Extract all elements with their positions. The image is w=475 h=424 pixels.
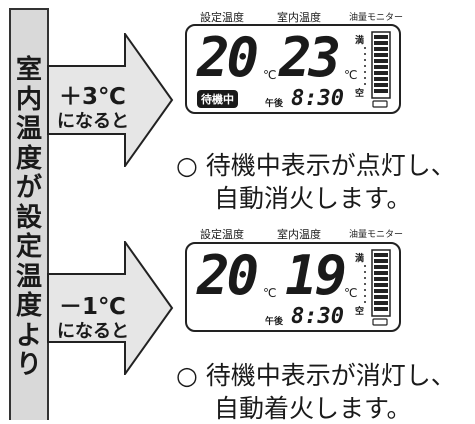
condition-char: よ: [15, 320, 42, 351]
clock-label: 午後: [265, 99, 284, 109]
set-temp-unit: ℃: [263, 68, 277, 82]
oil-full-label: 満: [355, 36, 365, 46]
note-line1: ○ 待機中表示が消灯し、: [176, 361, 456, 390]
header-set-temp: 設定温度: [200, 11, 244, 24]
note-line2: 自動消火します。: [214, 184, 412, 213]
header-oil-monitor: 油量モニター: [349, 13, 404, 23]
header-room-temp: 室内温度: [277, 11, 321, 24]
arrow-line2: になると: [57, 111, 129, 132]
room-temp-unit: ℃: [344, 286, 358, 300]
arrow-plus3: ＋3℃ になると: [47, 30, 174, 170]
arrow-line1: －1℃: [59, 294, 126, 320]
clock-value: 8:30: [291, 86, 344, 111]
condition-char: り: [15, 350, 42, 380]
condition-char: 度: [15, 291, 42, 321]
oil-gauge: [364, 31, 391, 108]
header-set-temp: 設定温度: [200, 228, 244, 241]
set-temp-value: 20: [197, 244, 259, 307]
lcd-display: 20 ℃ 23 ℃ 待機中 午後 8:30 満 空: [185, 24, 401, 114]
arrow-shape: [47, 30, 174, 170]
condition-char: 定: [15, 232, 42, 262]
oil-full-label: 満: [355, 254, 365, 264]
condition-text: 室 内 温 度 が 設 定 温 度 よ り: [11, 55, 47, 381]
set-temp-unit: ℃: [263, 286, 277, 300]
arrow-minus1: －1℃ になると: [47, 238, 174, 378]
note-line1: ○ 待機中表示が点灯し、: [176, 151, 456, 180]
condition-char: 内: [15, 84, 42, 115]
arrow-line2: になると: [57, 321, 129, 342]
clock-value: 8:30: [291, 304, 344, 329]
clock-label: 午後: [265, 317, 284, 327]
arrow-shape: [47, 238, 174, 378]
condition-bar: 室 内 温 度 が 設 定 温 度 よ り: [9, 8, 49, 420]
header-room-temp: 室内温度: [277, 228, 321, 241]
standby-badge: 待機中: [197, 90, 238, 108]
condition-char: 温: [15, 114, 42, 144]
condition-char: 度: [15, 143, 42, 174]
header-oil-monitor: 油量モニター: [349, 230, 404, 240]
condition-char: 室: [15, 55, 42, 85]
room-temp-value: 23: [279, 26, 341, 89]
room-temp-value: 19: [285, 244, 347, 307]
lcd-display: 20 ℃ 19 ℃ 午後 8:30 満 空: [185, 242, 401, 332]
oil-empty-label: 空: [355, 89, 365, 99]
note-line2: 自動着火します。: [214, 394, 412, 423]
set-temp-value: 20: [197, 26, 259, 89]
oil-empty-label: 空: [355, 307, 365, 317]
room-temp-unit: ℃: [344, 68, 358, 82]
condition-char: 温: [15, 261, 42, 292]
condition-char: が: [15, 173, 42, 203]
condition-char: 設: [15, 202, 42, 233]
arrow-line1: ＋3℃: [59, 84, 126, 110]
oil-gauge: [364, 249, 391, 326]
